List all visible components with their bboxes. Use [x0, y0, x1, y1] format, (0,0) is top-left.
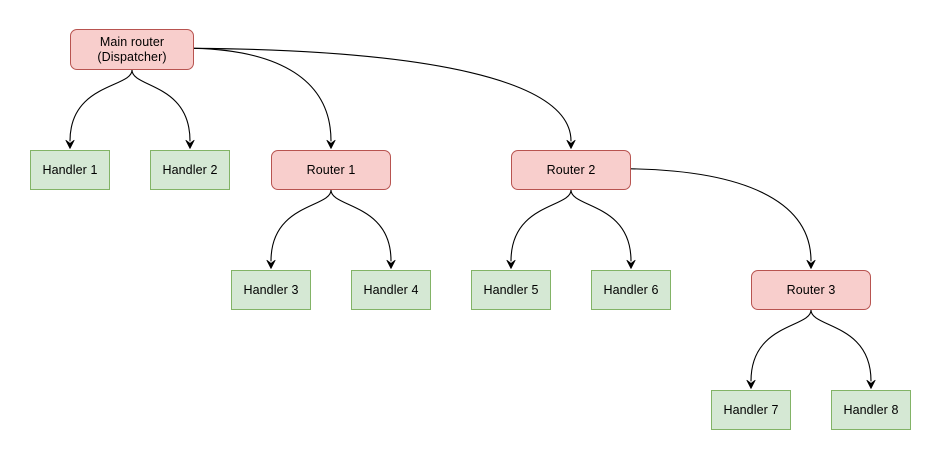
node-handler-8[interactable]: Handler 8	[831, 390, 911, 430]
node-main-router[interactable]: Main router (Dispatcher)	[70, 29, 194, 70]
node-router-1[interactable]: Router 1	[271, 150, 391, 190]
edge-router-1-to-handler-4	[330, 189, 396, 269]
edge-line	[810, 309, 872, 382]
edge-line	[510, 189, 572, 262]
edge-line	[570, 189, 632, 262]
node-handler-7[interactable]: Handler 7	[711, 390, 791, 430]
edge-router-3-to-handler-8	[810, 309, 876, 389]
edge-main-router-to-router-1	[193, 47, 336, 149]
edge-main-router-to-handler-1	[65, 69, 133, 149]
edge-line	[630, 168, 812, 262]
node-router-2[interactable]: Router 2	[511, 150, 631, 190]
edge-main-router-to-router-2	[193, 47, 576, 149]
arrow-head-icon	[386, 259, 396, 269]
arrow-head-icon	[626, 259, 636, 269]
node-handler-5[interactable]: Handler 5	[471, 270, 551, 310]
edge-router-2-to-handler-5	[506, 189, 572, 269]
arrow-head-icon	[266, 259, 276, 269]
node-router-3[interactable]: Router 3	[751, 270, 871, 310]
edge-router-2-to-router-3	[630, 168, 816, 269]
node-handler-1[interactable]: Handler 1	[30, 150, 110, 190]
edge-line	[193, 47, 332, 142]
edge-line	[193, 47, 572, 142]
node-handler-4[interactable]: Handler 4	[351, 270, 431, 310]
arrow-head-icon	[746, 379, 756, 389]
arrow-head-icon	[806, 259, 816, 269]
arrow-head-icon	[326, 139, 336, 149]
edge-line	[69, 69, 133, 142]
arrow-head-icon	[185, 139, 195, 149]
edge-line	[131, 69, 191, 142]
arrow-head-icon	[65, 139, 75, 149]
arrow-head-icon	[866, 379, 876, 389]
edge-router-1-to-handler-3	[266, 189, 332, 269]
edge-line	[330, 189, 392, 262]
edge-line	[750, 309, 812, 382]
node-handler-6[interactable]: Handler 6	[591, 270, 671, 310]
edge-router-2-to-handler-6	[570, 189, 636, 269]
node-handler-2[interactable]: Handler 2	[150, 150, 230, 190]
edge-router-3-to-handler-7	[746, 309, 812, 389]
node-handler-3[interactable]: Handler 3	[231, 270, 311, 310]
edge-main-router-to-handler-2	[131, 69, 195, 149]
edge-line	[270, 189, 332, 262]
arrow-head-icon	[566, 139, 576, 149]
arrow-head-icon	[506, 259, 516, 269]
